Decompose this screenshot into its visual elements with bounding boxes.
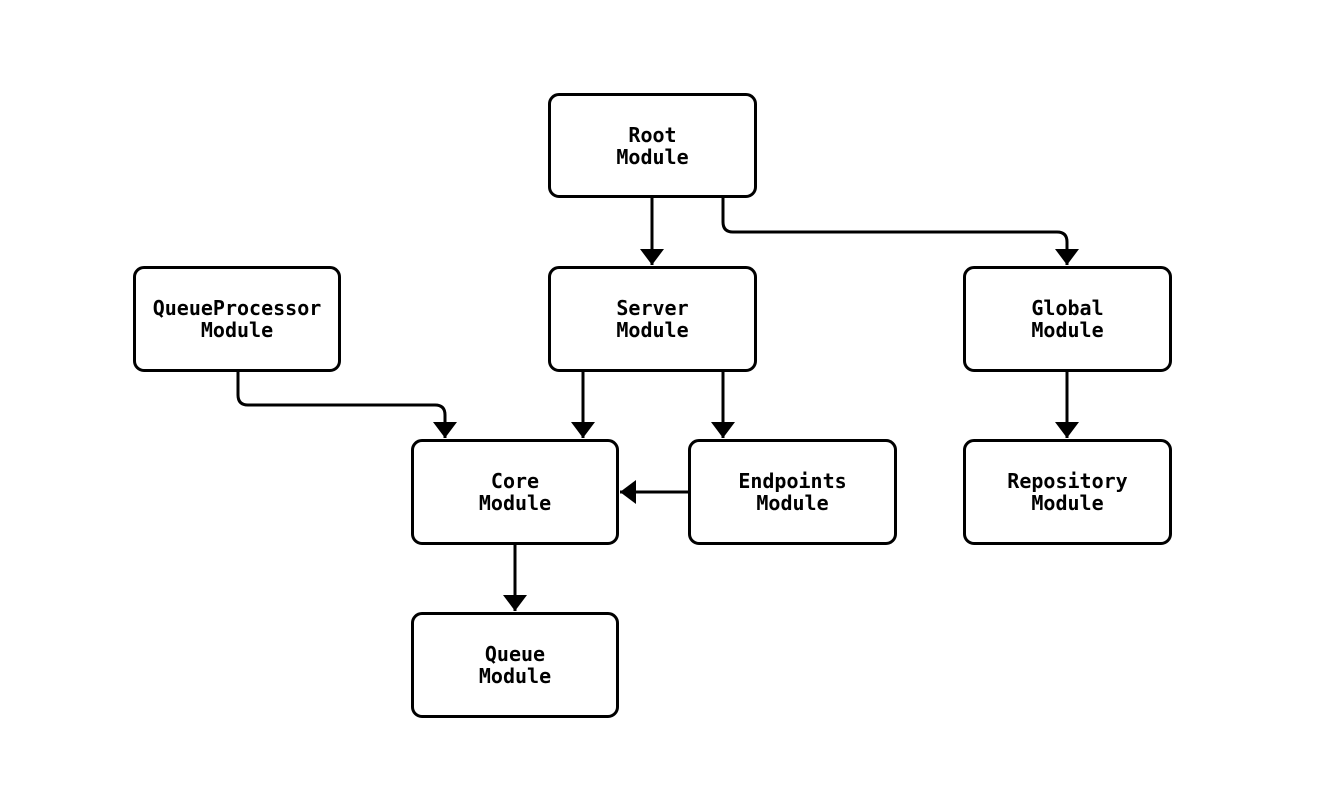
- edge-root-to-global: [721, 198, 1079, 265]
- node-server-label-line1: Server: [616, 296, 689, 320]
- edge-queueprocessor-to-core: [236, 372, 457, 438]
- node-global-label-line2: Module: [1031, 318, 1104, 342]
- edges-group: [236, 198, 1079, 611]
- node-queue-label-line2: Module: [478, 664, 552, 688]
- node-root-label-line2: Module: [616, 144, 689, 169]
- node-core-label-line2: Module: [478, 491, 552, 515]
- node-repository-label-line2: Module: [1031, 491, 1104, 515]
- node-server-label-line2: Module: [616, 318, 689, 342]
- node-root-label-line1: Root: [628, 122, 677, 147]
- node-global-label-line1: Global: [1031, 296, 1104, 320]
- node-endpoints-label-line1: Endpoints: [738, 469, 847, 493]
- node-endpoints-label-line2: Module: [756, 491, 829, 515]
- node-repository-label-line1: Repository: [1007, 469, 1128, 493]
- node-queue-label-line1: Queue: [484, 642, 546, 666]
- node-queueprocessor-label-line1: QueueProcessor: [152, 296, 322, 320]
- node-queueprocessor-label-line2: Module: [200, 318, 274, 342]
- node-core-label-line1: Core: [490, 469, 540, 493]
